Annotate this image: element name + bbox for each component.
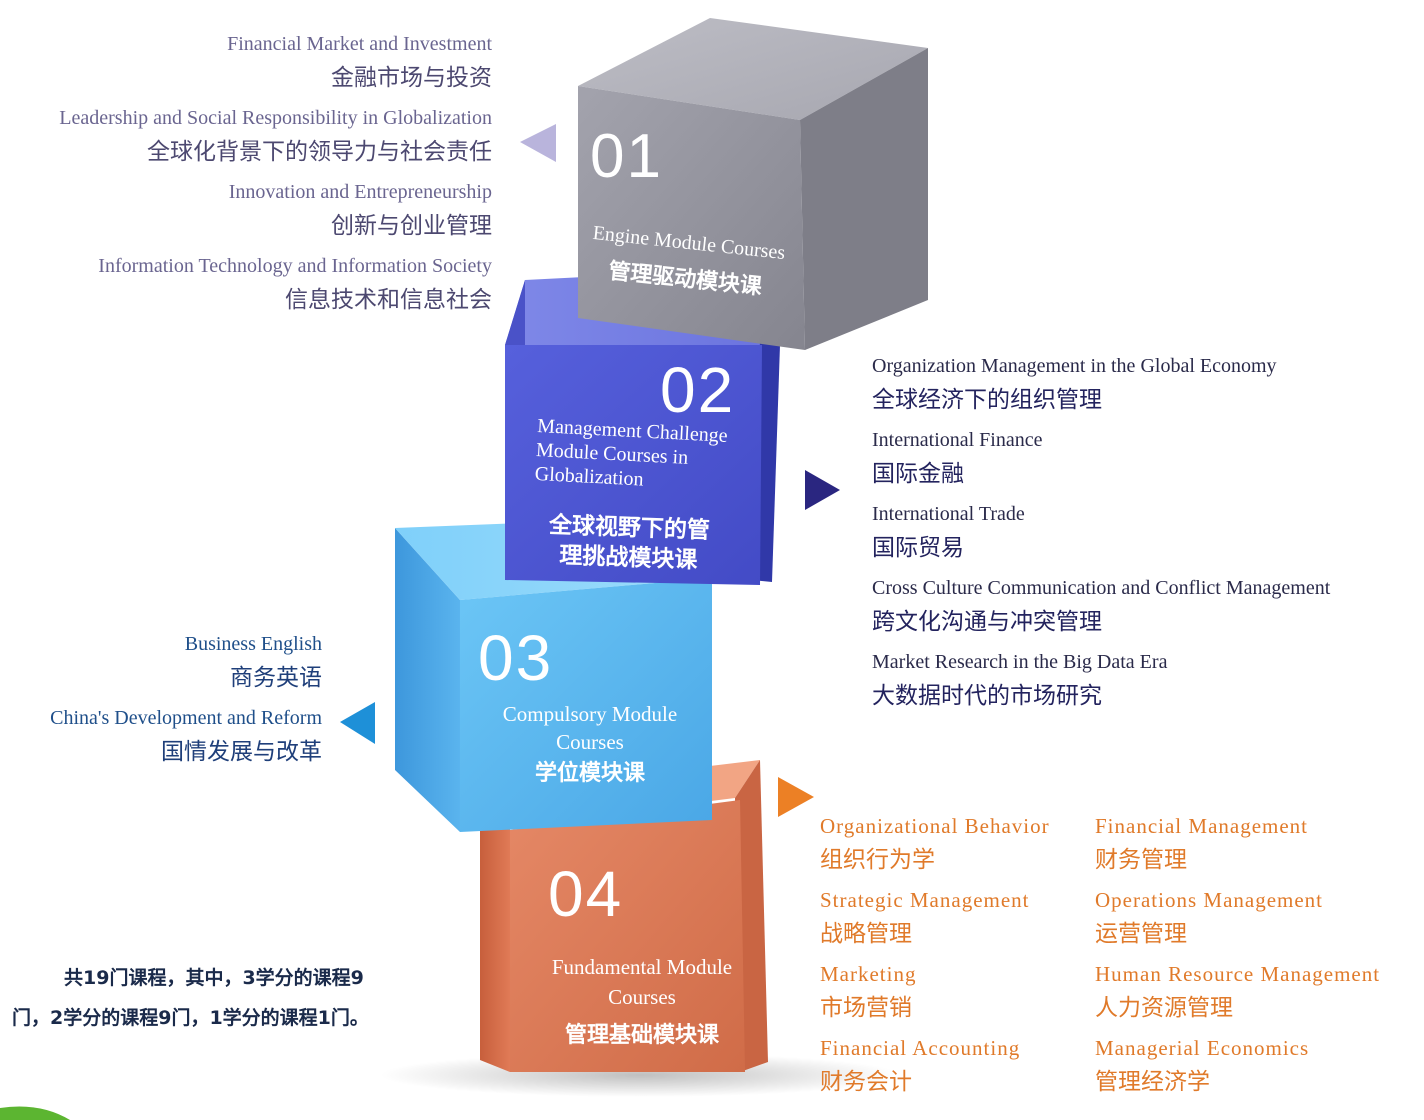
course-en: Cross Culture Communication and Conflict… <box>872 577 1331 599</box>
cube-03-left <box>395 528 460 832</box>
cube-01-right <box>800 48 928 350</box>
module-01-number: 01 <box>590 122 663 191</box>
module-03-number: 03 <box>478 622 554 694</box>
course-cn: 创新与创业管理 <box>331 213 492 239</box>
cube-02-front <box>505 345 762 585</box>
course-en: Organizational Behavior <box>820 814 1050 838</box>
cube-01 <box>578 18 928 350</box>
course-cn: 国情发展与改革 <box>161 739 322 765</box>
cube-04-front <box>510 800 745 1072</box>
course-cn: 全球经济下的组织管理 <box>872 387 1102 413</box>
arrow-left-03 <box>340 702 375 744</box>
arrow-right-02 <box>805 470 840 510</box>
course-en: Marketing <box>820 962 917 986</box>
course-en: Market Research in the Big Data Era <box>872 651 1168 673</box>
cube-01-top <box>578 18 928 120</box>
course-en: Financial Market and Investment <box>227 33 492 55</box>
cube-04-side <box>480 790 510 1072</box>
module-03-course-list: Business English 商务英语 China's Developmen… <box>50 630 322 778</box>
course-cn: 管理经济学 <box>1095 1069 1210 1095</box>
module-02-title-en: Management Challenge Module Courses in G… <box>534 414 729 491</box>
module-04-title-cn: 管理基础模块课 <box>564 1023 719 1048</box>
arrow-left-01 <box>520 124 556 162</box>
module-03-title-en: Compulsory Module Courses <box>502 702 678 754</box>
module-04-title-en: Fundamental Module Courses <box>551 955 733 1009</box>
course-en: Innovation and Entrepreneurship <box>228 181 492 203</box>
module-04-course-list-col1: Organizational Behavior 组织行为学 Strategic … <box>820 812 1050 1108</box>
cube-01-front <box>578 86 805 350</box>
course-en: Organization Management in the Global Ec… <box>872 355 1277 377</box>
course-cn: 信息技术和信息社会 <box>285 287 492 313</box>
cube-03-front <box>460 578 712 832</box>
course-cn: 跨文化沟通与冲突管理 <box>872 609 1102 635</box>
course-cn: 人力资源管理 <box>1095 995 1233 1021</box>
course-cn: 组织行为学 <box>820 847 935 873</box>
arrow-right-04 <box>778 777 814 817</box>
course-cn: 财务管理 <box>1095 847 1187 873</box>
green-swoosh <box>0 1106 70 1120</box>
course-en: Strategic Management <box>820 888 1030 912</box>
course-en: China's Development and Reform <box>50 707 322 729</box>
course-count-note: 共19门课程，其中，3学分的课程9门，2学分的课程9门，1学分的课程1门。 <box>12 967 369 1029</box>
course-cn: 商务英语 <box>230 665 322 691</box>
module-04-number: 04 <box>548 858 624 930</box>
course-en: International Trade <box>872 503 1025 525</box>
module-02-title-cn: 全球视野下的管理挑战模块课 <box>548 512 711 574</box>
course-en: Leadership and Social Responsibility in … <box>59 107 492 129</box>
module-03-title-cn: 学位模块课 <box>534 761 645 786</box>
course-en: Business English <box>184 633 322 655</box>
course-cn: 国际金融 <box>872 461 964 487</box>
course-cn: 财务会计 <box>820 1069 912 1095</box>
course-en: Human Resource Management <box>1095 962 1381 986</box>
course-cn: 战略管理 <box>820 921 912 947</box>
module-01-course-list: Financial Market and Investment 金融市场与投资 … <box>59 30 492 326</box>
course-en: Financial Management <box>1095 814 1309 838</box>
course-cn: 金融市场与投资 <box>331 65 492 91</box>
module-02-course-list: Organization Management in the Global Ec… <box>872 352 1330 722</box>
course-en: Operations Management <box>1095 888 1324 912</box>
course-en: Managerial Economics <box>1095 1036 1310 1060</box>
course-cn: 全球化背景下的领导力与社会责任 <box>147 139 492 165</box>
course-cn: 运营管理 <box>1095 921 1187 947</box>
course-cn: 市场营销 <box>820 995 912 1021</box>
course-en: International Finance <box>872 429 1043 451</box>
course-cn: 国际贸易 <box>872 535 964 561</box>
course-en: Financial Accounting <box>820 1036 1021 1060</box>
course-cn: 大数据时代的市场研究 <box>872 683 1102 709</box>
course-en: Information Technology and Information S… <box>98 255 492 277</box>
module-04-course-list-col2: Financial Management 财务管理 Operations Man… <box>1095 812 1380 1108</box>
module-02-number: 02 <box>660 354 736 426</box>
